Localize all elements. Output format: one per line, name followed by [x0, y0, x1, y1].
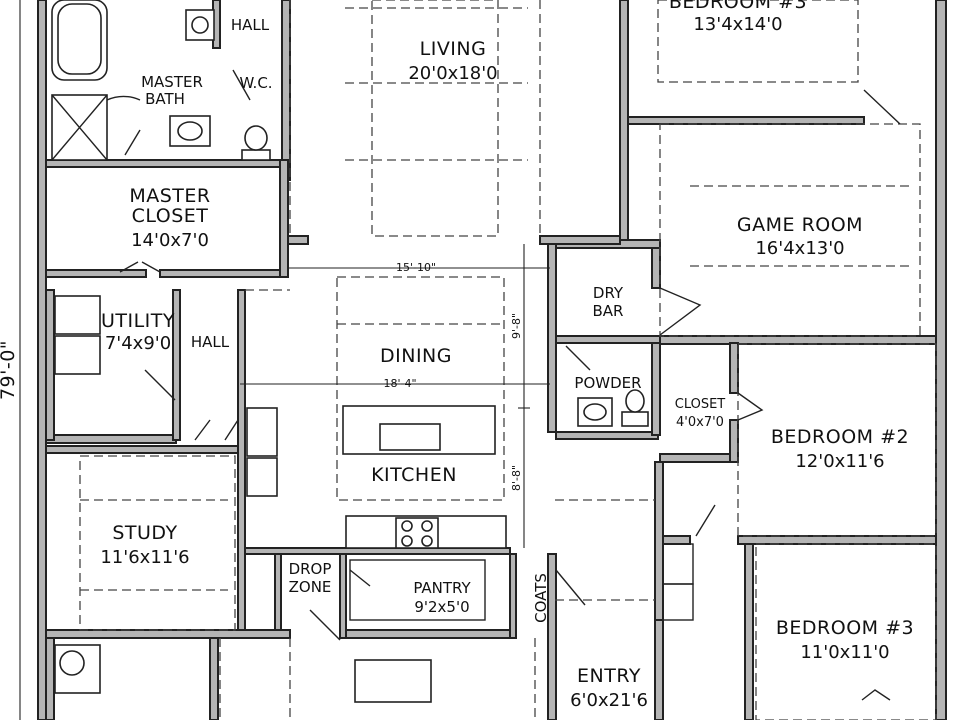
study-name: STUDY [112, 522, 177, 544]
game-room-name: GAME ROOM [737, 214, 863, 236]
bedroom-top-dims: 13'4x14'0 [693, 14, 782, 35]
kitchen-depth-dimension: 8'-8" [510, 465, 523, 491]
ceiling-lines [79, 0, 937, 720]
pantry-name: PANTRY [413, 579, 471, 597]
closet-dims: 4'0x7'0 [676, 415, 724, 430]
washer-icon [54, 295, 101, 335]
powder-name: POWDER [574, 374, 641, 392]
overall-dimension: 79'-0" [0, 0, 21, 720]
oven-icon [246, 457, 278, 497]
study-dims: 11'6x11'6 [100, 547, 189, 568]
overall-depth-label: 79'-0" [0, 340, 19, 400]
drop-zone-name-1: DROP [289, 560, 332, 578]
dry-bar-name-2: BAR [593, 302, 624, 320]
living-dims: 20'0x18'0 [408, 63, 497, 84]
bedroom-top-name: BEDROOM #3 [669, 0, 807, 13]
entry-name: ENTRY [577, 665, 641, 687]
table-icon [354, 659, 432, 703]
fixtures [51, 0, 694, 703]
entry-dims: 6'0x21'6 [570, 690, 648, 711]
bedroom-2-dims: 12'0x11'6 [795, 451, 884, 472]
master-bath-name-2: BATH [145, 90, 185, 108]
room-labels: BEDROOM #3 13'4x14'0 HALL LIVING 20'0x18… [100, 0, 914, 711]
dining-depth-dimension: 9'-8" [510, 313, 523, 339]
walls [37, 0, 947, 720]
master-closet-dims: 14'0x7'0 [131, 230, 209, 251]
game-room-dims: 16'4x13'0 [755, 238, 844, 259]
bedroom-2-name: BEDROOM #2 [771, 426, 909, 448]
dining-width-dimension: 15'-10" [396, 261, 436, 274]
wc-name: W.C. [239, 74, 272, 92]
dimension-lines: 15'-10" 18'-4" 9'-8" 8'-8" [240, 244, 550, 548]
hall-top-name: HALL [231, 16, 270, 34]
dining-name: DINING [380, 345, 452, 367]
hall-mid-name: HALL [191, 333, 230, 351]
kitchen-width-dimension: 18'-4" [383, 377, 416, 390]
closet-name: CLOSET [675, 397, 726, 412]
master-bath-name-1: MASTER [141, 73, 203, 91]
drop-zone-name-2: ZONE [289, 578, 332, 596]
living-name: LIVING [420, 38, 487, 60]
pantry-dims: 9'2x5'0 [414, 598, 469, 616]
coats-name: COATS [532, 573, 550, 623]
doors [106, 69, 901, 701]
master-closet-name-1: MASTER [129, 185, 210, 207]
master-closet-name-2: CLOSET [132, 205, 209, 227]
toilet-icon [621, 411, 649, 427]
toilet-icon [241, 149, 271, 161]
dry-bar-name-1: DRY [593, 284, 624, 302]
utility-dims: 7'4x9'0 [105, 333, 171, 354]
dryer-icon [54, 335, 101, 375]
kitchen-name: KITCHEN [371, 464, 457, 486]
utility-name: UTILITY [101, 310, 175, 332]
kitchen-sink-icon [379, 423, 441, 451]
oven-icon [246, 407, 278, 457]
bedroom-3-dims: 11'0x11'0 [800, 642, 889, 663]
bedroom-3-name: BEDROOM #3 [776, 617, 914, 639]
